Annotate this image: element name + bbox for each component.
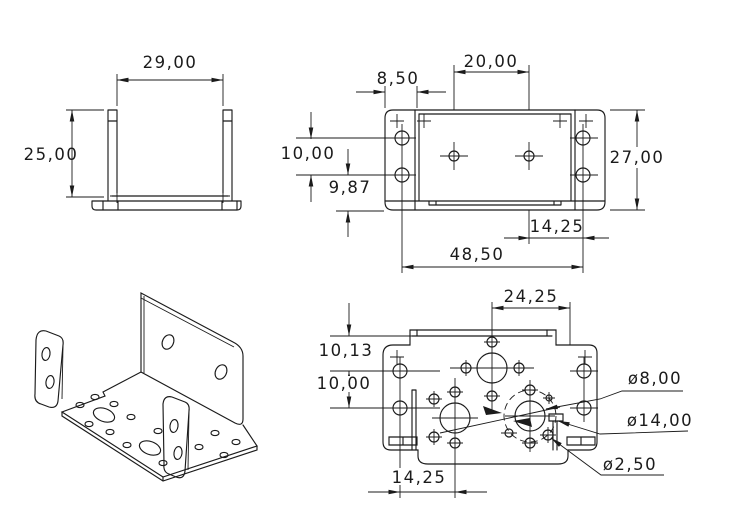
leader-arrow: [513, 418, 532, 427]
iso-back-wall: [140, 292, 244, 425]
leader-line: [545, 390, 683, 410]
bend-crosshairs: [110, 189, 230, 203]
dim-top-hole-spacing: 20,00: [464, 52, 519, 71]
bottom-view-outline: [382, 329, 598, 465]
dim-dia-small: ø2,50: [603, 455, 657, 474]
centerlines: [296, 65, 598, 273]
dim-top-tab-width: 8,50: [377, 69, 420, 88]
bottom-view: 24,25 10,13 10,00 14,25 ø8,00 ø14,00 ø2,…: [317, 287, 693, 498]
leader-line: [557, 420, 689, 435]
dim-top-hole-to-side: 14,25: [530, 217, 585, 236]
leader-arrow: [483, 406, 502, 415]
isometric-view: [34, 292, 258, 482]
front-view-outline: [91, 109, 242, 211]
tab-slot-opening: [566, 436, 596, 446]
dim-dia-bolt-circle: ø14,00: [627, 411, 693, 430]
dim-dia-large: ø8,00: [628, 369, 682, 388]
tab-slot: [45, 374, 55, 390]
dim-bottom-side-to-hole: 14,25: [392, 468, 447, 487]
top-view-outline: [384, 109, 606, 211]
iso-center-tab: [162, 396, 190, 479]
tab-slot: [169, 418, 179, 434]
bend-crosshairs: [390, 350, 592, 364]
top-view: 8,50 20,00 10,00 9,87 27,00 14,25 48,50: [281, 52, 665, 273]
dim-top-depth: 27,00: [610, 148, 665, 167]
tab-slot-opening: [388, 436, 418, 446]
dim-bottom-hole-offset: 24,25: [504, 287, 559, 306]
small-holes: [75, 393, 241, 467]
top-view-dimensions: 8,50 20,00 10,00 9,87 27,00 14,25 48,50: [281, 52, 665, 270]
wall-hole: [214, 364, 228, 380]
tab-slot: [41, 346, 51, 362]
dim-top-row-to-edge: 9,87: [329, 178, 372, 197]
top-view-holes: [296, 65, 598, 273]
wall-hole: [161, 334, 175, 350]
large-hole: [92, 407, 116, 423]
front-view-dimensions: 29,00 25,00: [24, 53, 224, 198]
fold-lines: [414, 109, 576, 211]
dim-top-span: 48,50: [450, 245, 505, 264]
iso-left-tab: [34, 330, 64, 408]
dim-bottom-top-to-row1: 10,13: [319, 341, 374, 360]
leader-line: [550, 437, 664, 476]
bottom-view-holes: [330, 330, 598, 498]
large-hole: [138, 440, 162, 456]
bottom-view-leaders: ø8,00 ø14,00 ø2,50: [439, 369, 693, 476]
dim-front-height: 25,00: [24, 145, 79, 164]
dim-bottom-row-spacing: 10,00: [317, 374, 372, 393]
dim-top-row-spacing: 10,00: [281, 144, 336, 163]
tab-slot: [173, 445, 183, 461]
iso-base-plate: [60, 371, 258, 482]
bottom-view-dimensions: 24,25 10,13 10,00 14,25: [317, 287, 571, 495]
front-view: 29,00 25,00: [24, 53, 242, 211]
dim-front-width: 29,00: [143, 53, 198, 72]
bend-crosshairs: [390, 114, 593, 128]
